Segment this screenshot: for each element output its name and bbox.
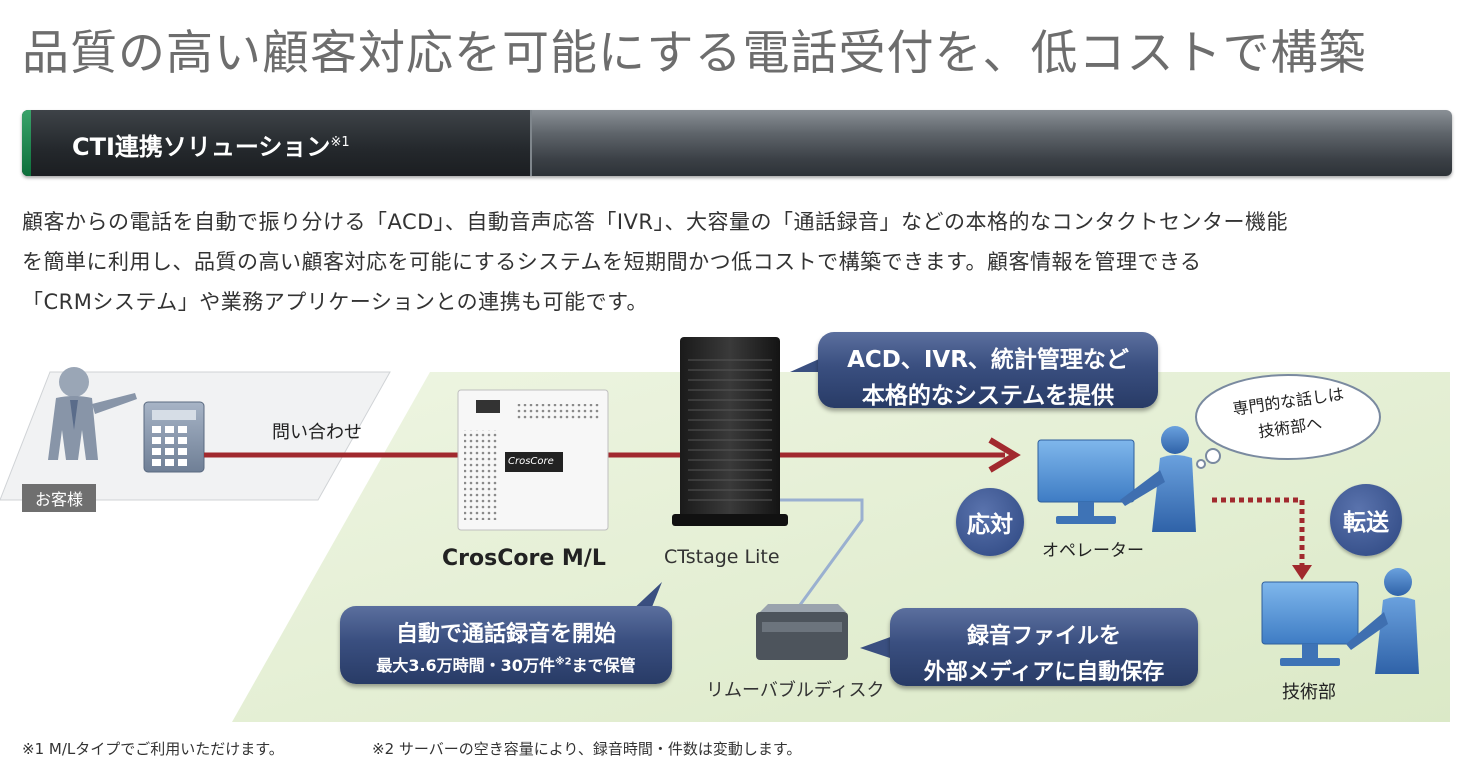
section-heading-bar: CTI連携ソリューション※1 <box>22 110 1452 176</box>
removable-disk-icon <box>756 604 848 660</box>
croscore-device-icon <box>457 389 609 531</box>
transfer-path <box>1212 497 1305 568</box>
section-heading-note: ※1 <box>330 135 350 150</box>
telephone-icon <box>143 401 205 473</box>
intro-line-2: を簡単に利用し、品質の高い顧客対応を可能にするシステムを短期間かつ低コストで構築… <box>22 250 1202 274</box>
server-label: CTstage Lite <box>664 546 780 568</box>
section-heading-dark-panel <box>22 110 532 176</box>
operator-label: オペレーター <box>1042 541 1144 561</box>
save-bubble-line-2: 外部メディアに自動保存 <box>923 660 1165 685</box>
tech-person-icon <box>1346 568 1419 674</box>
recording-bubble-line-2: 最大3.6万時間・30万件※2まで保管 <box>340 652 672 676</box>
customer-label: お客様 <box>22 484 96 512</box>
recording-bubble-line-1: 自動で通話録音を開始 <box>395 622 616 647</box>
operator-person-icon <box>1120 426 1196 532</box>
intro-line-1: 顧客からの電話を自動で振り分ける「ACD」、自動音声応答「IVR」、大容量の「通… <box>22 210 1288 234</box>
tech-dept-label: 技術部 <box>1282 682 1336 703</box>
recording-bubble: 自動で通話録音を開始 最大3.6万時間・30万件※2まで保管 <box>340 606 672 684</box>
ctstage-server-icon <box>672 337 788 526</box>
thought-bubble-shape <box>1195 374 1381 469</box>
tech-monitor-icon <box>1261 581 1359 666</box>
disk-label: リムーバブルディスク <box>706 680 885 701</box>
section-heading-accent-stripe <box>22 110 31 176</box>
save-bubble-pointer <box>860 635 896 660</box>
croscore-label: CrosCore M/L <box>442 546 606 571</box>
server-disk-connector <box>780 498 864 606</box>
inquiry-label: 問い合わせ <box>272 422 362 443</box>
save-bubble-line-1: 録音ファイルを <box>966 624 1121 649</box>
rec-bubble-pointer <box>630 582 662 612</box>
recording-capacity-suffix: まで保管 <box>571 656 636 675</box>
footnote-1: ※1 M/Lタイプでご利用いただけます。 <box>22 740 284 758</box>
section-heading-text: CTI連携ソリューション <box>72 133 331 161</box>
respond-badge-text: 応対 <box>967 512 1013 538</box>
call-flow-arrowhead <box>988 437 1021 473</box>
respond-badge: 応対 <box>956 488 1024 556</box>
section-heading: CTI連携ソリューション※1 <box>72 127 350 162</box>
feature-bubble-line-2: 本格的なシステムを提供 <box>861 383 1115 409</box>
page-title: 品質の高い顧客対応を可能にする電話受付を、低コストで構築 <box>22 26 1367 81</box>
transfer-arrowhead <box>1292 565 1312 580</box>
customer-person-icon <box>48 367 137 460</box>
feature-bubble: ACD、IVR、統計管理など 本格的なシステムを提供 <box>818 332 1158 409</box>
save-bubble: 録音ファイルを 外部メディアに自動保存 <box>890 608 1198 686</box>
recording-capacity-note: ※2 <box>554 656 572 668</box>
croscore-device-text: CrosCore <box>508 456 554 467</box>
recording-capacity-text: 最大3.6万時間・30万件 <box>376 656 555 675</box>
transfer-badge: 転送 <box>1330 484 1402 556</box>
transfer-badge-text: 転送 <box>1343 510 1389 536</box>
feature-bubble-line-1: ACD、IVR、統計管理など <box>847 347 1129 373</box>
operator-monitor-icon <box>1037 439 1135 524</box>
intro-line-3: 「CRMシステム」や業務アプリケーションとの連携も可能です。 <box>22 290 649 314</box>
footnote-2: ※2 サーバーの空き容量により、録音時間・件数は変動します。 <box>372 740 802 758</box>
system-diagram <box>0 337 1450 722</box>
